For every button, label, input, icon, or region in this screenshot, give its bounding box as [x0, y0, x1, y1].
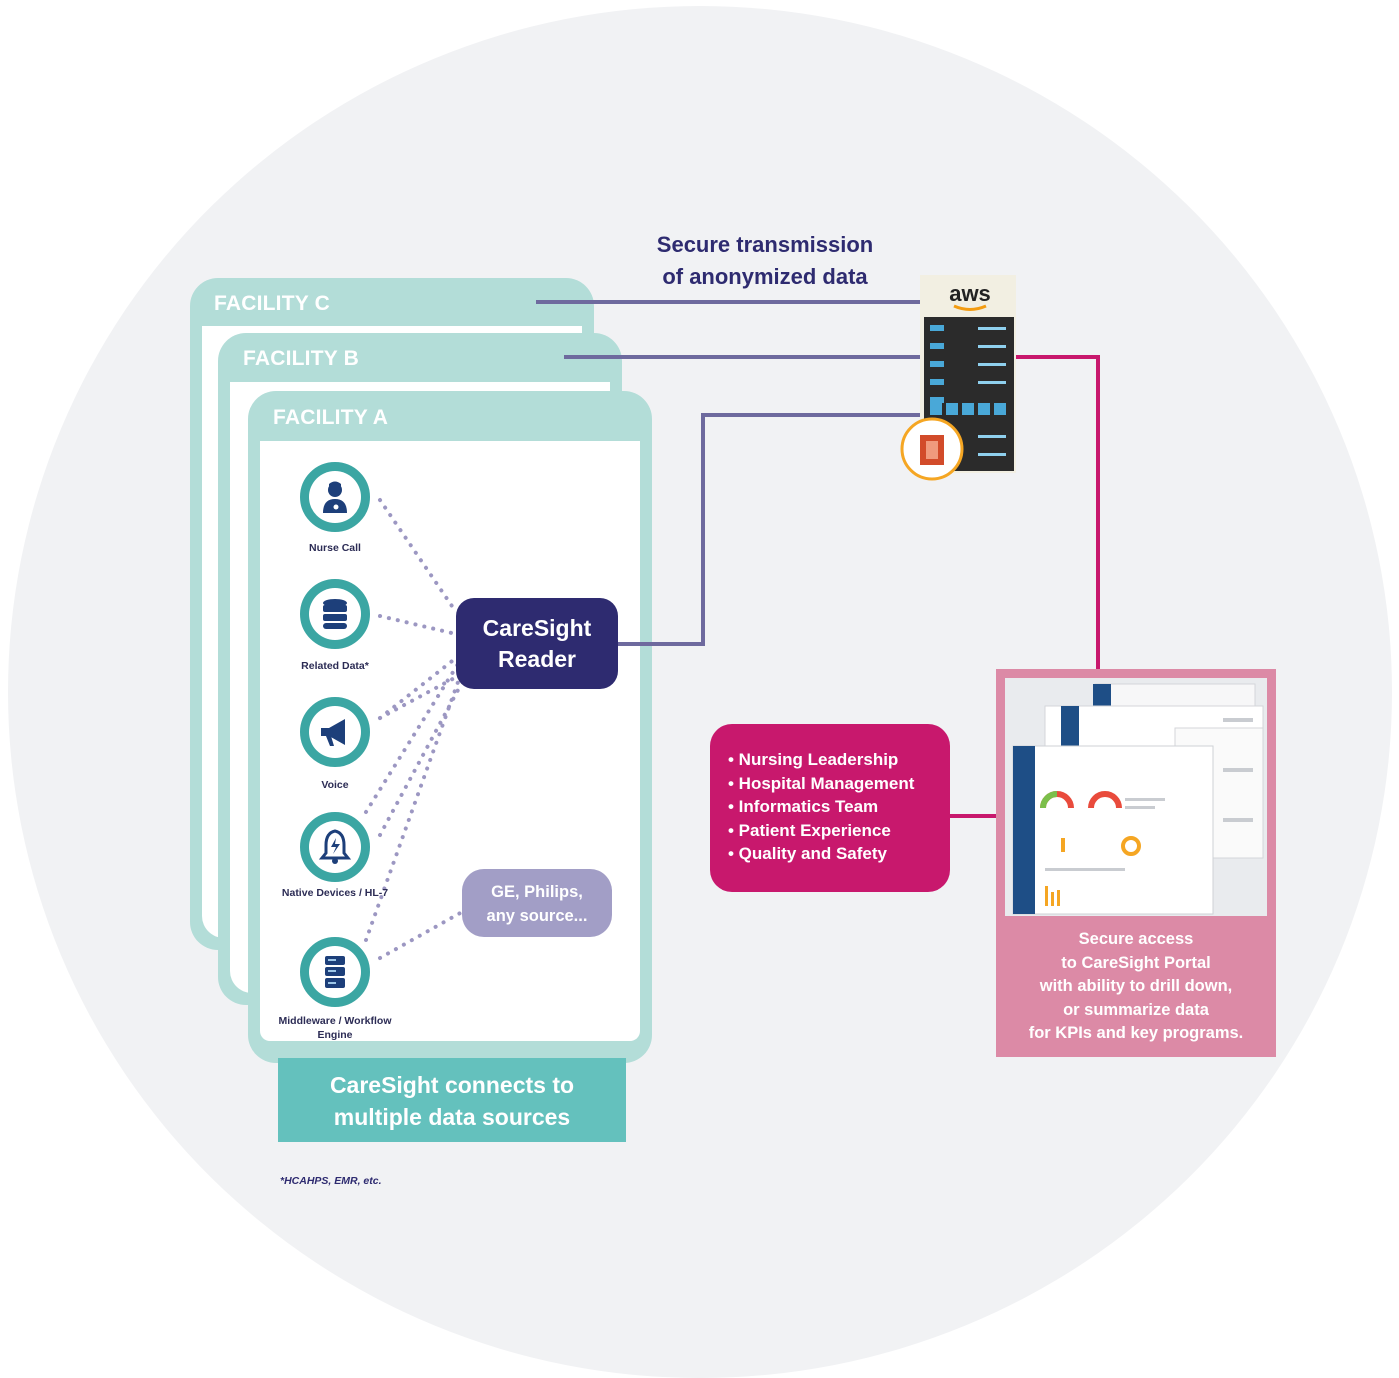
connects-line-1: CareSight connects to	[329, 1072, 575, 1098]
database-icon	[300, 579, 370, 649]
facility-a-title: FACILITY A	[273, 406, 389, 429]
portal-panel: Secure access to CareSight Portal with a…	[996, 669, 1276, 1057]
portal-caption-line: Secure access	[1078, 930, 1194, 948]
other-sources-line-2: any source...	[486, 907, 588, 925]
audience-item: • Nursing Leadership	[728, 750, 899, 769]
transmission-label: Secure transmission of anonymized data	[620, 229, 910, 293]
portal-caption-line: to CareSight Portal	[1061, 953, 1211, 972]
audience-list: • Nursing Leadership • Hospital Manageme…	[710, 724, 950, 892]
transmission-line-1: Secure transmission	[656, 232, 874, 257]
audience-item: • Patient Experience	[728, 820, 891, 840]
facility-c-title: FACILITY C	[214, 292, 330, 315]
portal-caption-line: with ability to drill down,	[1039, 977, 1233, 995]
caresight-reader-box: CareSight Reader	[456, 598, 618, 689]
footnote: *HCAHPS, EMR, etc.	[280, 1175, 382, 1187]
portal-caption: Secure access to CareSight Portal with a…	[996, 928, 1276, 1046]
megaphone-icon	[300, 697, 370, 767]
portal-screenshot	[1005, 678, 1267, 916]
transmission-lines	[536, 300, 922, 646]
portal-caption-line: for KPIs and key programs.	[1028, 1024, 1244, 1042]
reader-line-2: Reader	[498, 646, 576, 672]
aws-server-icon: aws	[900, 275, 1018, 482]
other-sources-line-1: GE, Philips,	[491, 883, 583, 901]
audience-item: • Quality and Safety	[728, 844, 887, 863]
facility-b-title: FACILITY B	[243, 347, 359, 370]
source-label-middleware: Middleware / Workflow Engine	[278, 1015, 392, 1041]
source-label-voice: Voice	[321, 779, 349, 791]
portal-lines	[950, 355, 1100, 818]
nurse-icon	[300, 462, 370, 532]
transmission-line-2: of anonymized data	[662, 264, 868, 289]
bell-icon	[300, 812, 370, 882]
dotted-source-links	[364, 498, 464, 960]
server-icon	[300, 937, 370, 1007]
audience-item: • Informatics Team	[728, 797, 879, 816]
source-label-native-devices: Native Devices / HL-7	[281, 887, 389, 899]
source-label-nurse-call: Nurse Call	[309, 542, 361, 554]
audience-item: • Hospital Management	[728, 773, 915, 793]
reader-line-1: CareSight	[482, 615, 592, 641]
server-rack-rows	[930, 325, 1006, 457]
portal-caption-line: or summarize data	[1063, 1000, 1209, 1019]
connects-line-2: multiple data sources	[333, 1104, 571, 1130]
connects-banner: CareSight connects to multiple data sour…	[278, 1058, 626, 1142]
other-sources-box: GE, Philips, any source...	[462, 869, 612, 937]
aws-logo-text: aws	[949, 281, 991, 306]
source-label-related-data: Related Data*	[301, 660, 369, 672]
